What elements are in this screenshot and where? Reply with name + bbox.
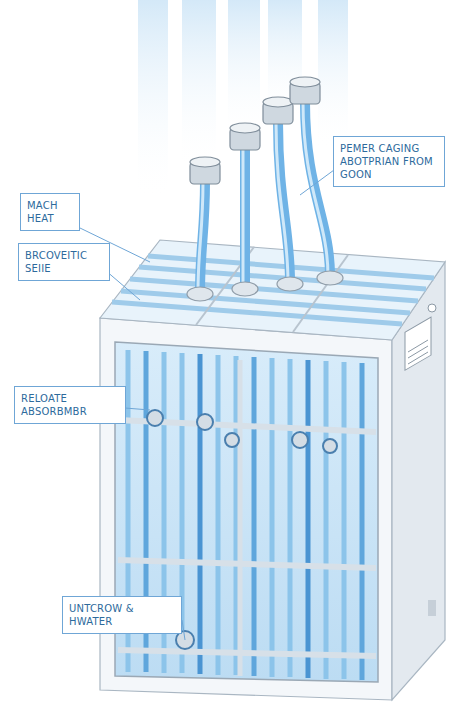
pipe xyxy=(324,361,329,679)
leader-line xyxy=(300,170,334,195)
plate-line xyxy=(408,346,428,358)
fitting xyxy=(187,287,213,301)
vent xyxy=(428,600,436,616)
fittings xyxy=(187,271,343,301)
fitting xyxy=(277,277,303,291)
cap-top xyxy=(230,123,260,133)
cap-top xyxy=(263,97,293,107)
callout-box: RELOATE ABSORBMBR xyxy=(14,386,126,424)
callout-text: RELOATE ABSORBMBR xyxy=(21,392,119,418)
riser-pipe xyxy=(240,148,250,287)
pipe xyxy=(306,360,311,678)
leader-line xyxy=(105,270,140,300)
divider xyxy=(293,255,348,332)
top-pipes xyxy=(112,256,434,324)
pipe xyxy=(198,354,203,674)
front-face xyxy=(100,318,392,700)
plate-line xyxy=(408,340,428,352)
valve xyxy=(323,439,337,453)
pipe-highlight xyxy=(276,122,288,282)
pipe xyxy=(112,302,402,324)
callout-box: BRCOVEITIC SEIIE xyxy=(18,243,110,281)
risers xyxy=(198,102,330,292)
top-face xyxy=(100,240,445,340)
pipe-highlight xyxy=(303,102,328,276)
pipe xyxy=(270,358,275,677)
vapor-column xyxy=(138,0,168,200)
vapor-column xyxy=(182,0,216,170)
pipe xyxy=(252,357,257,676)
manifold xyxy=(238,360,243,676)
vapor-column xyxy=(318,0,348,150)
valve xyxy=(225,433,239,447)
fitting xyxy=(232,282,258,296)
vapor-column xyxy=(228,0,260,140)
cap-top xyxy=(290,77,320,87)
callout-box: PEMER CAGING ABOTPRIAN FROM GOON xyxy=(333,136,445,187)
pipe xyxy=(360,363,365,680)
fitting xyxy=(317,271,343,285)
callout-box: MACH HEAT xyxy=(20,193,80,231)
pipe-highlight xyxy=(198,182,203,292)
pipe xyxy=(216,355,221,675)
callout-text: UNTCROW & HWATER xyxy=(69,602,175,628)
cap-top xyxy=(190,157,220,167)
callout-text: MACH HEAT xyxy=(27,199,73,225)
plate-line xyxy=(408,352,428,364)
leader-line xyxy=(125,408,150,410)
valve xyxy=(147,410,163,426)
manifold xyxy=(118,560,376,568)
pipe xyxy=(288,359,293,677)
valve xyxy=(292,432,308,448)
plate-lines xyxy=(408,340,428,364)
caps xyxy=(190,77,320,184)
label-plate xyxy=(405,317,431,370)
pipe-highlight xyxy=(242,148,245,287)
indicator xyxy=(428,304,436,312)
callout-text: BRCOVEITIC SEIIE xyxy=(25,249,103,275)
callout-box: UNTCROW & HWATER xyxy=(62,596,182,634)
callout-text: PEMER CAGING ABOTPRIAN FROM GOON xyxy=(340,142,438,181)
leader-line xyxy=(182,620,185,640)
pipe xyxy=(342,362,347,679)
valve xyxy=(197,414,213,430)
pipe xyxy=(130,279,418,301)
pipe xyxy=(121,291,410,313)
manifold xyxy=(118,650,376,656)
